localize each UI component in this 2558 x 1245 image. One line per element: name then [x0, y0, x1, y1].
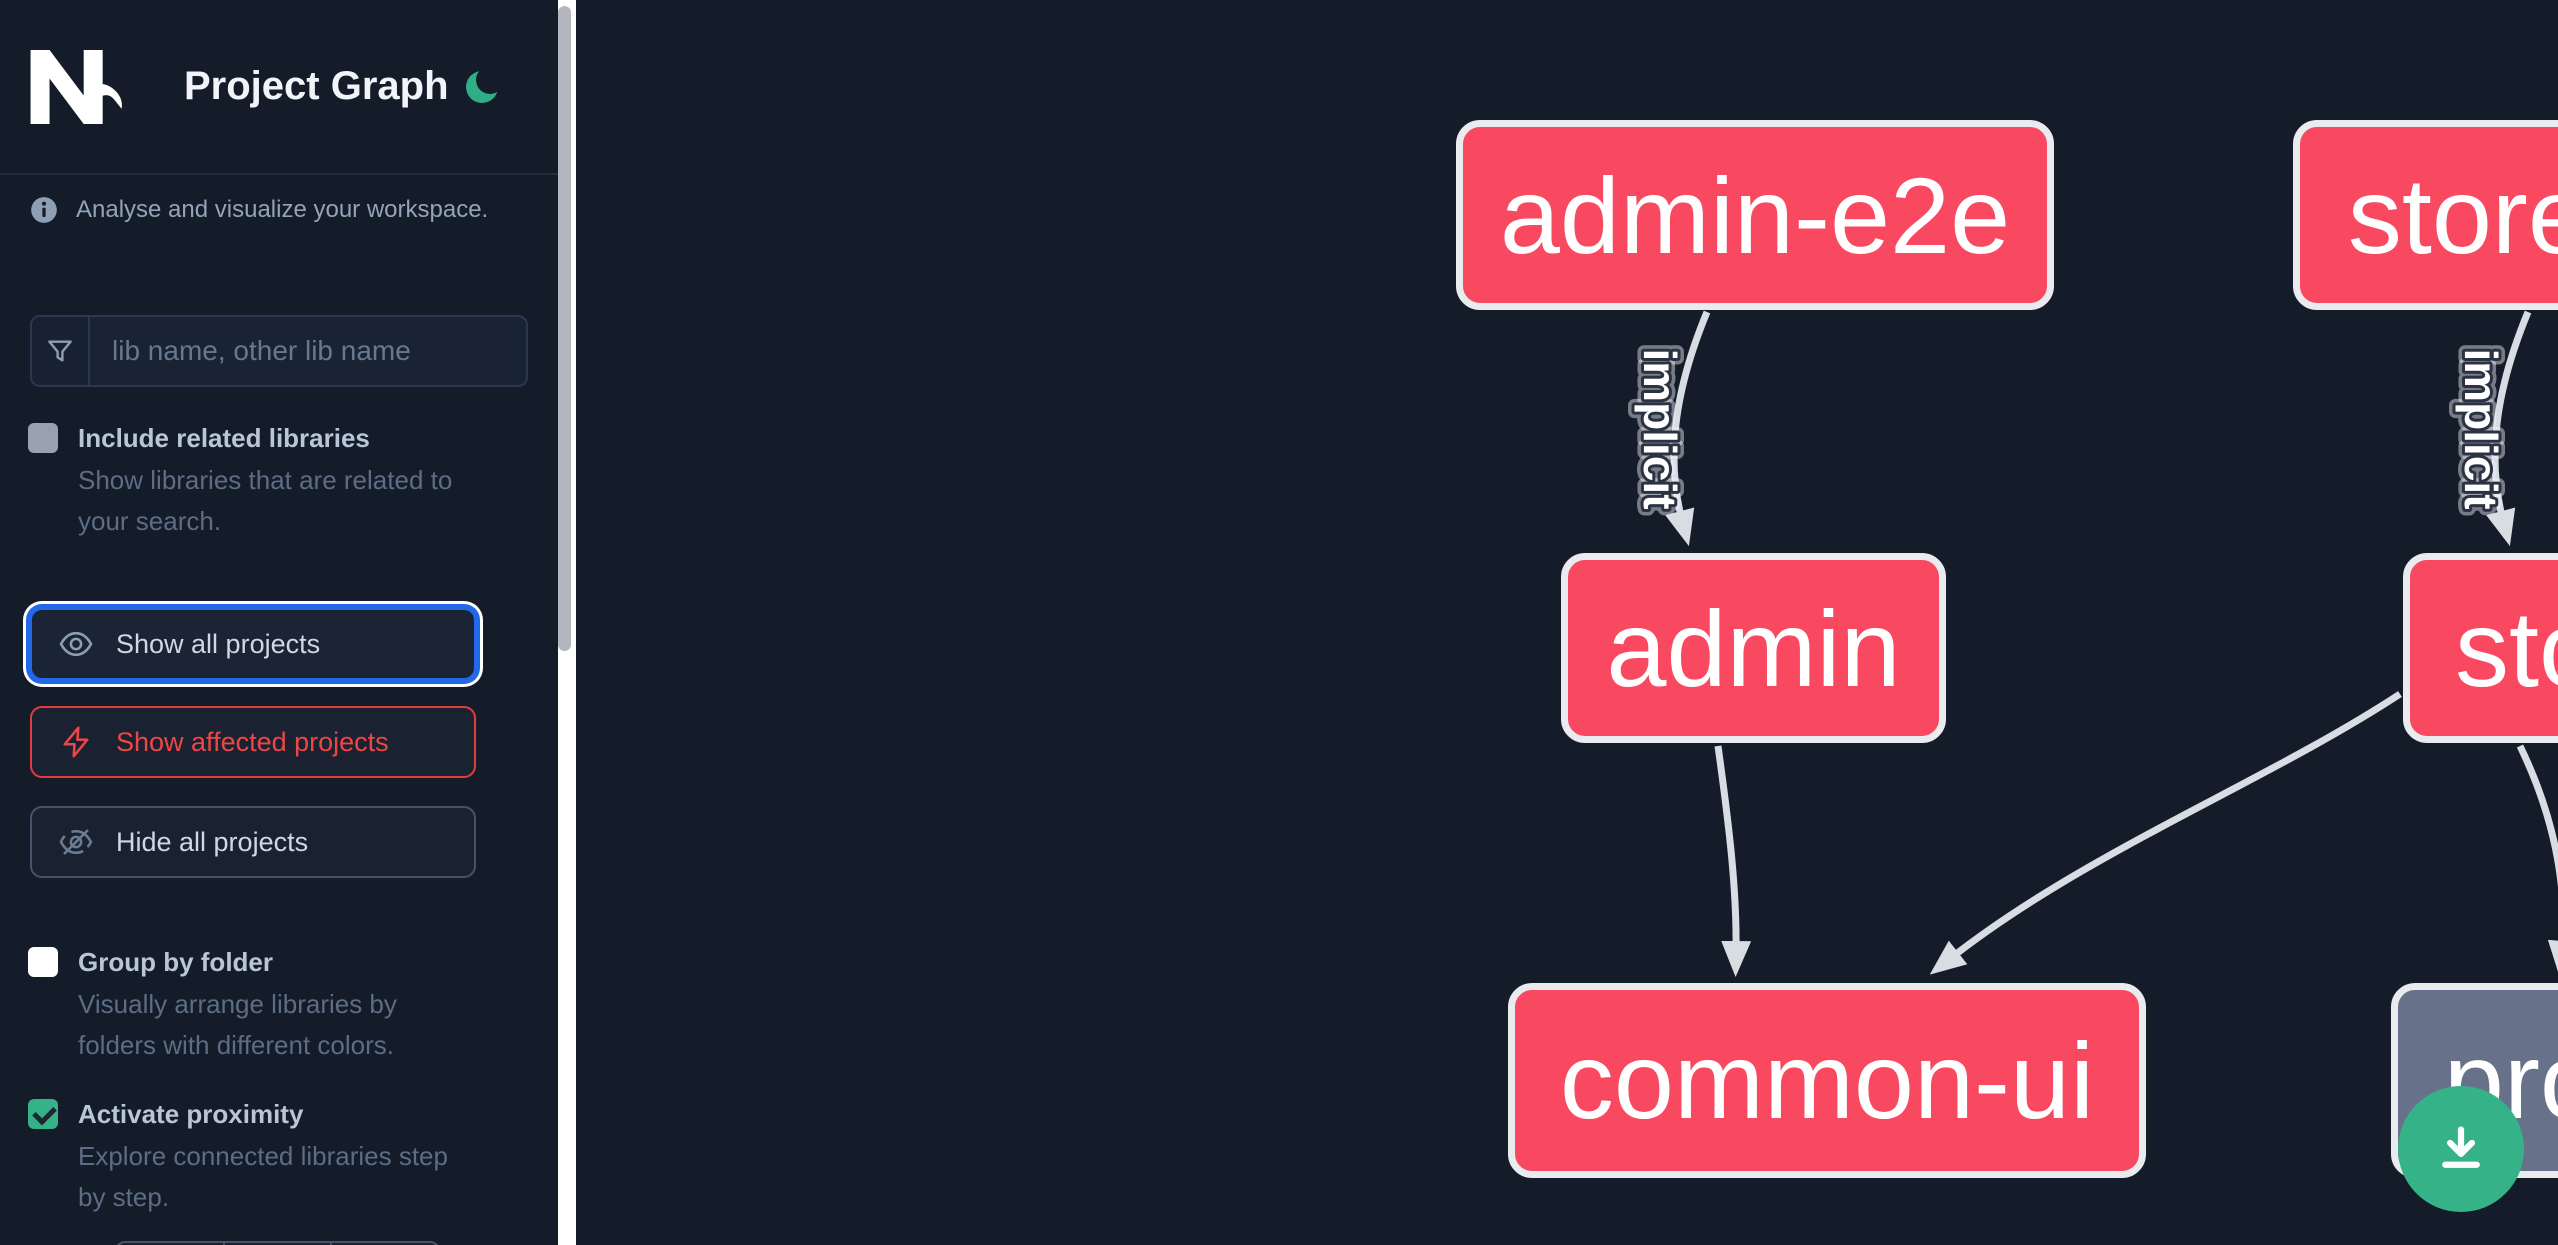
group-by-folder-label[interactable]: Group by folder	[78, 947, 273, 977]
activate-proximity-checkbox[interactable]	[28, 1099, 58, 1129]
include-related-description: Show libraries that are related to your …	[78, 465, 453, 536]
graph-node-admin-e2e[interactable]: admin-e2e	[1456, 120, 2054, 310]
download-icon	[2442, 1126, 2480, 1168]
scrollbar-thumb[interactable]	[558, 6, 571, 651]
activate-proximity-label[interactable]: Activate proximity	[78, 1099, 304, 1129]
svg-text:implicit: implicit	[2455, 348, 2507, 509]
eye-icon	[59, 631, 93, 657]
workspace-info: Analyse and visualize your workspace.	[30, 196, 530, 224]
proximity-stepper-partial[interactable]	[115, 1241, 440, 1245]
include-related-checkbox[interactable]	[28, 423, 58, 453]
eye-off-icon	[59, 829, 93, 855]
graph-node-common-ui[interactable]: common-ui	[1508, 983, 2146, 1178]
filter-icon	[48, 340, 72, 362]
bolt-icon	[63, 726, 89, 758]
hide-all-projects-button[interactable]: Hide all projects	[30, 806, 476, 878]
svg-text:implicit: implicit	[1634, 348, 1686, 509]
svg-text:implicit: implicit	[2455, 348, 2507, 509]
search-box	[30, 315, 528, 387]
svg-text:implicit: implicit	[1634, 348, 1686, 509]
hide-all-projects-label: Hide all projects	[116, 826, 309, 857]
nx-logo	[30, 49, 122, 124]
svg-text:implicit: implicit	[2455, 348, 2507, 509]
graph-edge-admin-e2e-to-admin[interactable]	[1665, 310, 1711, 547]
graph-edge-store-to-common-ui[interactable]	[1929, 691, 2402, 975]
svg-text:implicit: implicit	[1634, 348, 1686, 509]
graph-node-store-e2e[interactable]: store-e2e	[2293, 120, 2558, 310]
show-all-projects-button[interactable]: Show all projects	[30, 608, 476, 680]
sidebar-scrollbar[interactable]	[558, 0, 576, 1245]
graph-edge-store-e2e-to-store[interactable]	[2486, 310, 2532, 547]
group-by-folder-description: Visually arrange libraries by folders wi…	[78, 989, 397, 1060]
group-by-folder-toggle: Group by folder Visually arrange librari…	[28, 944, 533, 1066]
graph-node-store[interactable]: store	[2403, 553, 2558, 743]
save-image-button[interactable]	[2398, 1086, 2524, 1212]
show-affected-projects-label: Show affected projects	[116, 726, 389, 757]
sidebar: Project Graph Analyse and visualize your…	[0, 0, 558, 1245]
filter-icon-cell	[32, 317, 90, 385]
search-input[interactable]	[90, 317, 526, 385]
show-all-projects-label: Show all projects	[116, 628, 321, 659]
page-title: Project Graph	[184, 64, 449, 108]
group-by-folder-checkbox[interactable]	[28, 947, 58, 977]
workspace-info-text: Analyse and visualize your workspace.	[76, 196, 489, 223]
theme-toggle-button[interactable]	[462, 65, 506, 109]
activate-proximity-description: Explore connected libraries step by step…	[78, 1141, 448, 1212]
graph-edge-store-to-products[interactable]	[2516, 744, 2558, 977]
moon-icon	[466, 65, 504, 103]
graph-node-admin[interactable]: admin	[1561, 553, 1946, 743]
activate-proximity-toggle: Activate proximity Explore connected lib…	[28, 1096, 533, 1218]
sidebar-header: Project Graph	[0, 0, 558, 175]
include-related-toggle: Include related libraries Show libraries…	[28, 420, 533, 542]
info-icon	[31, 197, 57, 223]
include-related-label[interactable]: Include related libraries	[78, 423, 370, 453]
graph-edge-admin-to-common-ui[interactable]	[1714, 745, 1752, 977]
show-affected-projects-button[interactable]: Show affected projects	[30, 706, 476, 778]
